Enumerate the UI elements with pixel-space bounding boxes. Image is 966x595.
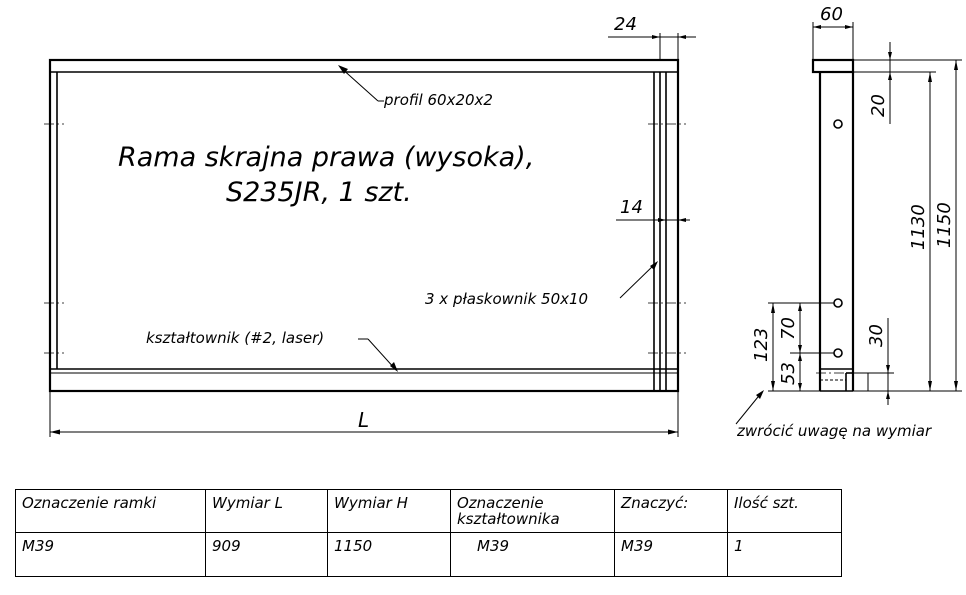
frame-outline (48, 58, 680, 393)
side-view: 60 20 1150 1130 30 (735, 4, 962, 440)
label-plaskownik: 3 x płaskownik 50x10 (425, 290, 588, 308)
table-cell: 1 (727, 532, 842, 577)
dim-60: 60 (820, 4, 843, 25)
front-view: 24 14 L profil 60x20x2 Rama skrajna praw… (44, 14, 696, 437)
spec-table: Oznaczenie ramki Wymiar L Wymiar H Oznac… (15, 489, 842, 577)
hole-2 (833, 298, 843, 308)
dim-1130: 1130 (908, 204, 929, 250)
dim-14: 14 (620, 197, 643, 218)
hole-1 (833, 119, 843, 129)
dim-30: 30 (866, 324, 887, 347)
dim-53: 53 (778, 362, 799, 385)
dim-length: L (358, 408, 369, 432)
dim-24: 24 (614, 14, 637, 35)
table-cell: M39 (450, 532, 615, 577)
table-header: Oznaczenie ramki (15, 489, 206, 533)
label-profil: profil 60x20x2 (383, 91, 493, 109)
table-cell: M39 (15, 532, 206, 577)
dim-70: 70 (778, 317, 799, 340)
table-header: Wymiar L (205, 489, 328, 533)
table-cell: M39 (614, 532, 728, 577)
table-header: Oznaczenie kształtownika (450, 489, 615, 533)
table-header: Ilość szt. (727, 489, 842, 533)
title-line-2: S235JR, 1 szt. (226, 177, 412, 208)
dim-123: 123 (751, 328, 772, 362)
table-row: M39 909 1150 M39 M39 1 (15, 532, 842, 577)
hole-3 (833, 348, 843, 358)
dim-1150: 1150 (934, 202, 955, 248)
table-cell: 1150 (327, 532, 451, 577)
table-header: Wymiar H (327, 489, 451, 533)
table-header-row: Oznaczenie ramki Wymiar L Wymiar H Oznac… (15, 489, 842, 533)
table-cell: 909 (205, 532, 328, 577)
side-top-cap (811, 58, 855, 74)
table-header: Znaczyć: (614, 489, 728, 533)
title-line-1: Rama skrajna prawa (wysoka), (118, 142, 534, 173)
label-ksztaltownik: kształtownik (#2, laser) (146, 329, 324, 347)
technical-drawing: 24 14 L profil 60x20x2 Rama skrajna praw… (44, 4, 962, 440)
label-attention: zwrócić uwagę na wymiar (736, 422, 932, 440)
dim-20: 20 (868, 94, 889, 117)
